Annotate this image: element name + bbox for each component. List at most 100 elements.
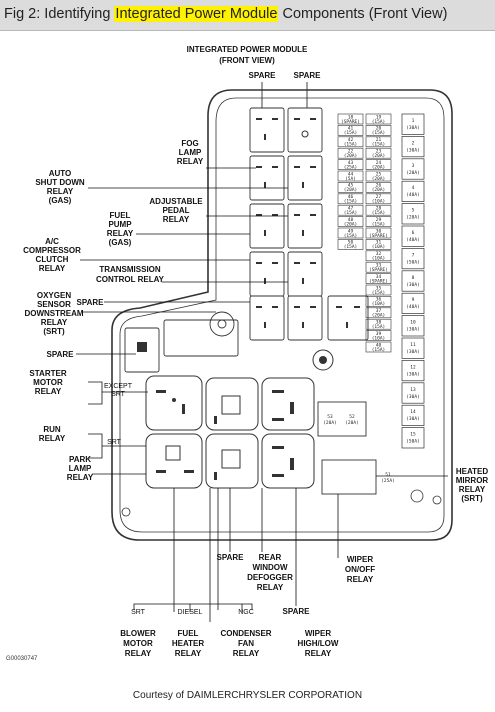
mini-fuse-slot: 49(15A)	[337, 227, 364, 239]
mini-fuse-rating: (15A)	[372, 130, 386, 136]
mini-fuse-slot: 47(15A)	[337, 204, 364, 216]
mini-fuse-slot: 18(SPARE)	[337, 113, 364, 125]
mini-fuse-rating: (15A)	[344, 142, 358, 148]
cartridge-fuse-rating: (30A)	[406, 282, 420, 288]
title-highlight: Integrated Power Module	[114, 6, 279, 22]
heated-mirror-relay-socket	[321, 459, 377, 495]
mini-fuse-slot: 27(10A)	[365, 193, 392, 205]
mini-fuse-slot: 30(SPARE)	[365, 227, 392, 239]
cartridge-fuse-rating: (30A)	[406, 394, 420, 400]
mini-fuse-rating: (15A)	[344, 199, 358, 205]
mini-fuse-slot: 41(15A)	[337, 125, 364, 136]
cartridge-fuse-number: 13	[410, 387, 416, 393]
module-housing	[111, 89, 453, 541]
mini-fuse-rating: (15A)	[344, 130, 358, 136]
mini-fuse-number: 48	[348, 217, 354, 223]
misc-fuse-slot: 53(20A)	[323, 414, 337, 426]
mini-fuse-number: 24	[376, 160, 382, 166]
cartridge-fuse-number: 10	[410, 320, 416, 326]
heading-line2: (FRONT VIEW)	[219, 56, 275, 65]
mini-fuse-slot: 26(20A)	[365, 182, 392, 193]
mini-fuse-number: 27	[376, 194, 382, 200]
mini-fuse-rating: (10A)	[372, 199, 386, 205]
cartridge-fuse-number: 11	[410, 342, 416, 348]
mini-fuse-rating: (10A)	[372, 256, 386, 262]
cartridge-fuse-slot: 13(30A)	[401, 382, 425, 404]
mini-fuse-slot: 20(15A)	[365, 125, 392, 136]
fuse-layer: 18(SPARE)19(15A)41(15A)20(15A)42(15A)21(…	[323, 113, 425, 484]
cartridge-fuse-rating: (40A)	[406, 237, 420, 243]
mini-fuse-number: 30	[376, 228, 382, 234]
cartridge-fuse-rating: (50A)	[406, 259, 420, 265]
cartridge-fuse-rating: (30A)	[406, 416, 420, 422]
mini-fuse-number: 41	[348, 126, 354, 132]
mini-fuse-number: 33	[376, 263, 382, 269]
cartridge-fuse-rating: (50A)	[406, 439, 420, 445]
cartridge-fuse-number: 4	[412, 185, 415, 191]
misc-fuse-number: 53	[327, 414, 333, 420]
mini-fuse-number: 20	[376, 126, 382, 132]
srt-tag-label: SRT	[107, 439, 122, 446]
mini-fuse-slot: 28(15A)	[365, 204, 392, 216]
mini-fuse-rating: (20A)	[372, 187, 386, 193]
cartridge-fuse-number: 15	[410, 432, 416, 438]
cartridge-fuse-slot: 2(30A)	[401, 136, 425, 158]
mini-fuse-slot: 25(20A)	[365, 170, 392, 182]
cartridge-fuse-slot: 6(40A)	[401, 225, 425, 247]
upper-relay-pins	[256, 118, 360, 328]
upper-relay-grid	[249, 107, 369, 341]
mini-fuse-rating: (20A)	[344, 221, 358, 227]
mini-fuse-rating: (15A)	[372, 290, 386, 296]
mini-fuse-rating: (20A)	[372, 176, 386, 182]
cartridge-fuse-slot: 7(50A)	[401, 248, 425, 270]
mini-fuse-slot: 36(10A)	[365, 296, 392, 307]
leader-lines	[76, 167, 448, 622]
lower-relay-pins	[156, 390, 294, 480]
cartridge-fuse-number: 2	[412, 140, 415, 146]
mini-fuse-rating: (SPARE)	[369, 278, 388, 284]
spare-relay-socket-mid	[163, 319, 239, 357]
mini-fuse-number: 34	[376, 274, 382, 280]
spare-relay-socket-left	[124, 327, 160, 373]
cartridge-fuse-slot: 12(30A)	[401, 360, 425, 382]
cartridge-fuse-rating: (30A)	[406, 125, 420, 131]
mini-fuse-number: 39	[376, 331, 382, 337]
mini-fuse-rating: (15A)	[372, 142, 386, 148]
mini-fuse-slot: 23(20A)	[365, 147, 392, 159]
spare-mid-label: SPARE	[77, 298, 105, 307]
mini-fuse-slot: 22(20A)	[337, 147, 364, 159]
mini-fuse-number: 36	[376, 297, 382, 303]
cartridge-fuse-number: 8	[412, 275, 415, 281]
cartridge-fuse-number: 9	[412, 297, 415, 303]
cartridge-fuse-number: 14	[410, 409, 416, 415]
mini-fuse-number: 18	[348, 114, 354, 120]
mini-fuse-slot: 45(20A)	[337, 182, 364, 193]
mini-fuse-number: 35	[376, 285, 382, 291]
mini-fuse-number: 47	[348, 206, 354, 212]
mini-fuse-number: 26	[376, 183, 382, 189]
cartridge-fuse-rating: (30A)	[406, 349, 420, 355]
mini-fuse-number: 22	[348, 149, 354, 155]
cartridge-fuse-rating: (40A)	[406, 192, 420, 198]
mini-fuse-rating: (10A)	[372, 335, 386, 341]
ipm-diagram: INTEGRATED POWER MODULE (FRONT VIEW) SPA…	[23, 45, 488, 658]
mini-fuse-number: 43	[348, 160, 354, 166]
mini-fuse-slot: 37(20A)	[365, 307, 392, 319]
mini-fuse-rating: (25A)	[344, 164, 358, 170]
mini-fuse-rating: (10A)	[372, 301, 386, 307]
mini-fuse-slot: 32(10A)	[365, 250, 392, 262]
mini-fuse-number: 31	[376, 240, 382, 246]
mini-fuse-rating: (15A)	[372, 347, 386, 353]
mini-fuse-rating: (SPARE)	[369, 233, 388, 239]
cartridge-fuse-slot: 11(30A)	[401, 337, 425, 359]
